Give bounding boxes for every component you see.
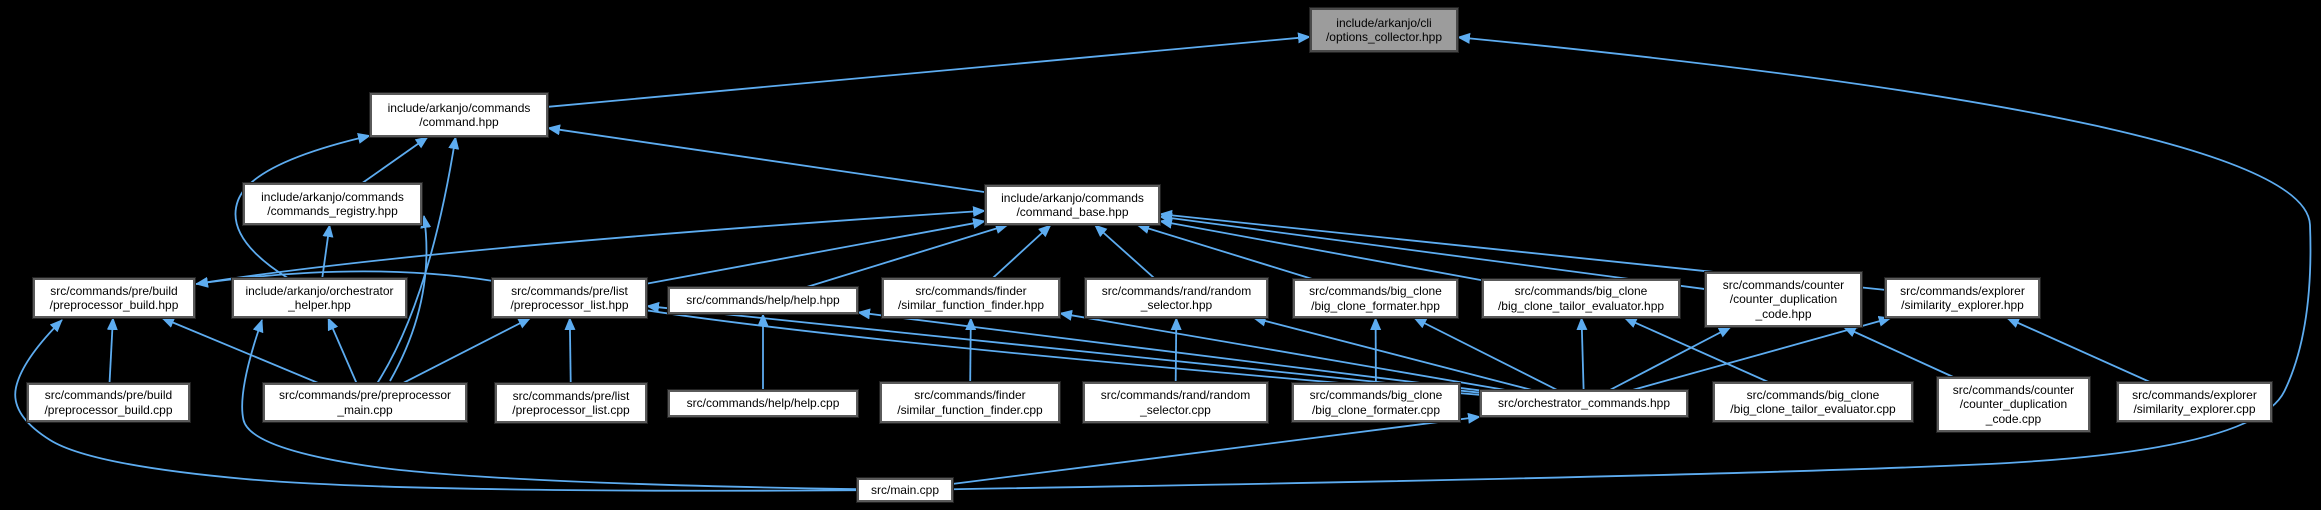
graph-node-label: src/commands/finder /similar_function_fi…	[897, 388, 1043, 417]
graph-node-list_cpp[interactable]: src/commands/pre/list /preprocessor_list…	[495, 383, 647, 423]
include-edge-orch-to-formater_hpp	[1413, 317, 1558, 391]
include-edge-orch-to-explorer_hpp	[1632, 315, 1892, 391]
graph-node-label: include/arkanjo/commands /command.hpp	[387, 100, 531, 129]
graph-node-helper[interactable]: include/arkanjo/orchestrator _helper.hpp	[232, 278, 407, 318]
include-edge-helper-to-command	[234, 132, 371, 279]
graph-node-label: src/commands/rand/random _selector.cpp	[1100, 388, 1251, 417]
graph-node-help_cpp[interactable]: src/commands/help/help.cpp	[668, 390, 858, 417]
graph-node-help_hpp[interactable]: src/commands/help/help.hpp	[668, 287, 858, 314]
include-edge-orch-to-tailor_hpp	[1576, 317, 1588, 391]
include-edge-rand_cpp-to-rand_hpp	[1170, 317, 1182, 383]
graph-node-finder_cpp[interactable]: src/commands/finder /similar_function_fi…	[880, 382, 1060, 423]
graph-node-tailor_cpp[interactable]: src/commands/big_clone /big_clone_tailor…	[1713, 382, 1913, 422]
graph-node-main[interactable]: src/main.cpp	[857, 478, 953, 502]
include-edge-pre_main-to-list_hpp	[402, 317, 532, 384]
graph-node-label: src/commands/big_clone /big_clone_tailor…	[1497, 284, 1665, 313]
include-edge-finder_hpp-to-command_base	[992, 224, 1052, 279]
include-edge-build_cpp-to-build_hpp	[106, 317, 118, 384]
graph-node-label: src/commands/pre/build /preprocessor_bui…	[49, 283, 179, 312]
graph-node-label: src/commands/counter /counter_duplicatio…	[1722, 278, 1845, 321]
include-edge-list_hpp-to-command_base	[646, 217, 986, 285]
graph-node-label: src/commands/pre/list /preprocessor_list…	[512, 388, 630, 417]
graph-node-build_hpp[interactable]: src/commands/pre/build /preprocessor_bui…	[33, 278, 195, 318]
graph-node-label: src/commands/counter /counter_duplicatio…	[1952, 383, 2075, 426]
include-edge-command_base-to-command	[547, 124, 986, 194]
include-edge-pre_main-to-registry	[389, 215, 432, 382]
include-edge-main-to-options_collector	[952, 32, 2312, 491]
include-edge-pre_main-to-command	[376, 136, 460, 384]
include-edge-helper-to-registry	[321, 224, 334, 279]
graph-node-label: include/arkanjo/commands /commands_regis…	[261, 189, 404, 218]
graph-node-label: src/commands/big_clone /big_clone_format…	[1309, 388, 1443, 417]
include-edge-list_cpp-to-list_hpp	[564, 317, 576, 384]
graph-node-counter_cpp[interactable]: src/commands/counter /counter_duplicatio…	[1937, 377, 2090, 432]
include-edge-explorer_cpp-to-explorer_hpp	[2006, 317, 2151, 383]
graph-node-label: include/arkanjo/commands /command_base.h…	[1001, 190, 1144, 219]
include-edge-formater_hpp-to-command_base	[1136, 223, 1313, 280]
graph-node-label: src/commands/explorer /similarity_explor…	[1900, 283, 2025, 312]
include-edge-main-to-helper	[241, 319, 858, 491]
graph-node-explorer_cpp[interactable]: src/commands/explorer /similarity_explor…	[2117, 382, 2272, 422]
include-edge-counter_cpp-to-counter_hpp	[1842, 326, 1954, 378]
include-edge-help_hpp-to-command_base	[806, 223, 1009, 288]
graph-node-label: src/commands/explorer /similarity_explor…	[2132, 387, 2257, 416]
graph-node-command_base[interactable]: include/arkanjo/commands /command_base.h…	[985, 185, 1160, 225]
graph-node-rand_hpp[interactable]: src/commands/rand/random _selector.hpp	[1085, 278, 1268, 318]
include-edge-registry-to-command	[361, 136, 429, 184]
graph-node-orch[interactable]: src/orchestrator_commands.hpp	[1480, 390, 1688, 417]
include-edge-orch-to-help_hpp	[857, 308, 1481, 392]
graph-node-label: src/commands/big_clone /big_clone_format…	[1309, 284, 1442, 313]
graph-node-rand_cpp[interactable]: src/commands/rand/random _selector.cpp	[1083, 382, 1268, 423]
graph-node-label: include/arkanjo/orchestrator _helper.hpp	[245, 283, 394, 312]
graph-node-tailor_hpp[interactable]: src/commands/big_clone /big_clone_tailor…	[1482, 279, 1680, 318]
include-edge-counter_hpp-to-command_base	[1159, 212, 1706, 290]
graph-node-label: include/arkanjo/cli /options_collector.h…	[1325, 15, 1443, 44]
include-edge-orch-to-list_hpp	[646, 301, 1481, 394]
graph-node-label: src/commands/help/help.cpp	[686, 396, 840, 411]
include-edge-pre_main-to-build_hpp	[161, 317, 319, 384]
include-edge-orch-to-rand_hpp	[1252, 315, 1533, 391]
graph-node-pre_main[interactable]: src/commands/pre/preprocessor _main.cpp	[263, 383, 467, 422]
graph-node-label: src/commands/big_clone /big_clone_tailor…	[1730, 387, 1896, 416]
graph-node-list_hpp[interactable]: src/commands/pre/list /preprocessor_list…	[492, 278, 647, 318]
include-edge-rand_hpp-to-command_base	[1094, 224, 1155, 279]
graph-node-build_cpp[interactable]: src/commands/pre/build /preprocessor_bui…	[27, 383, 190, 422]
include-edge-build_hpp-to-command_base	[195, 206, 986, 285]
graph-node-formater_cpp[interactable]: src/commands/big_clone /big_clone_format…	[1292, 383, 1460, 422]
include-edge-finder_cpp-to-finder_hpp	[965, 317, 977, 383]
include-edge-tailor_hpp-to-command_base	[1159, 217, 1483, 282]
graph-node-counter_hpp[interactable]: src/commands/counter /counter_duplicatio…	[1705, 272, 1862, 327]
include-edge-main-to-build_hpp	[14, 319, 858, 492]
graph-node-label: src/commands/finder /similar_function_fi…	[897, 283, 1045, 312]
graph-node-finder_hpp[interactable]: src/commands/finder /similar_function_fi…	[882, 278, 1060, 318]
graph-node-label: src/commands/pre/build /preprocessor_bui…	[44, 388, 173, 417]
graph-node-label: src/commands/pre/list /preprocessor_list…	[510, 283, 629, 312]
graph-node-label: src/commands/pre/preprocessor _main.cpp	[278, 388, 452, 417]
include-edge-pre_main-to-helper	[327, 317, 358, 384]
include-edge-orch-to-counter_hpp	[1609, 326, 1732, 391]
graph-node-label: src/commands/rand/random _selector.hpp	[1101, 283, 1252, 312]
graph-node-command[interactable]: include/arkanjo/commands /command.hpp	[370, 93, 548, 137]
include-edge-main-to-orch	[952, 412, 1481, 485]
graph-node-label: src/commands/help/help.hpp	[686, 293, 840, 308]
graph-node-formater_hpp[interactable]: src/commands/big_clone /big_clone_format…	[1293, 279, 1458, 318]
include-edge-command-to-options_collector	[547, 32, 1311, 108]
graph-node-explorer_hpp[interactable]: src/commands/explorer /similarity_explor…	[1885, 278, 2040, 318]
graph-node-label: src/main.cpp	[870, 482, 940, 497]
graph-node-options_collector[interactable]: include/arkanjo/cli /options_collector.h…	[1310, 8, 1458, 52]
include-edge-orch-to-finder_hpp	[1059, 309, 1506, 391]
include-edge-tailor_cpp-to-tailor_hpp	[1623, 317, 1769, 383]
graph-node-label: src/orchestrator_commands.hpp	[1497, 396, 1671, 411]
graph-node-registry[interactable]: include/arkanjo/commands /commands_regis…	[243, 183, 422, 225]
